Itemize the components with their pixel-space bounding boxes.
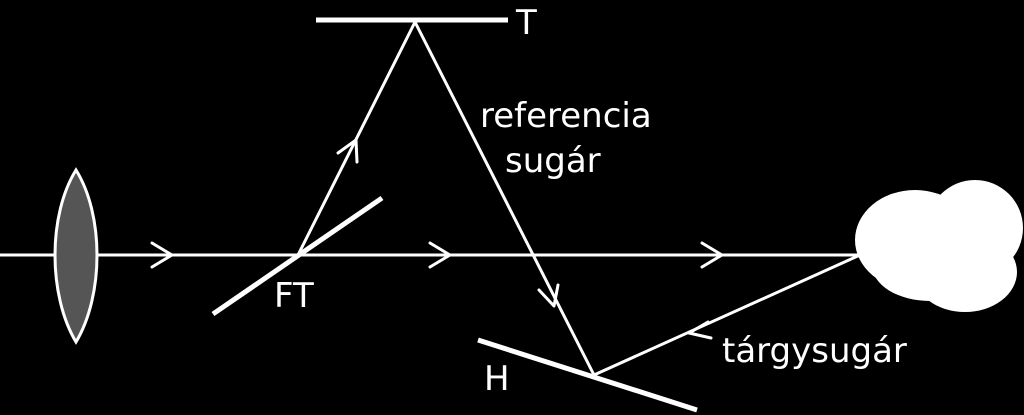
object-beam	[592, 253, 862, 377]
label-reference-line1: referencia	[480, 96, 652, 136]
label-object-beam: tárgysugár	[722, 331, 907, 371]
beam-arrow-1	[150, 241, 174, 269]
label-beam-splitter: FT	[274, 276, 314, 316]
object-beam-arrow	[687, 320, 713, 340]
beam-arrow-3	[700, 241, 724, 269]
lens	[53, 167, 99, 345]
label-mirror-t: T	[515, 3, 537, 43]
ray-to-mirror-arrow	[336, 138, 359, 164]
hologram-plate	[477, 337, 698, 413]
label-hologram: H	[484, 359, 510, 399]
beam-arrow-2	[428, 241, 452, 269]
object-blob	[855, 180, 1023, 312]
reference-beam	[413, 20, 596, 377]
reference-beam-arrow	[537, 283, 560, 308]
ray-to-mirror	[296, 20, 417, 257]
label-reference-line2: sugár	[505, 141, 601, 181]
